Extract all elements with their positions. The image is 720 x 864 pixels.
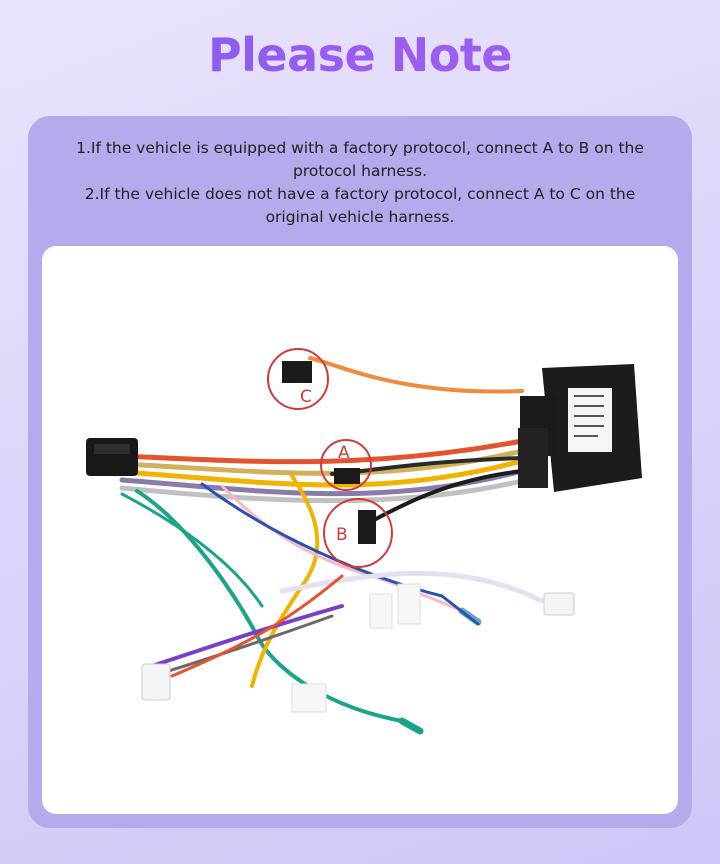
vehicle-connector-right (518, 364, 642, 492)
page-title: Please Note (0, 28, 720, 82)
callout-a: A (320, 439, 372, 491)
harness-photo: C A B (42, 246, 678, 814)
white-connector-right (543, 592, 575, 616)
callout-c-label: C (300, 387, 312, 407)
wire-bundle (119, 356, 545, 735)
wire-label-tag (291, 683, 327, 713)
callout-b: B (323, 498, 393, 568)
callout-b-label: B (336, 525, 348, 545)
callout-c: C (267, 348, 329, 410)
wire-label-tag (369, 593, 393, 629)
instructions: 1.If the vehicle is equipped with a fact… (58, 137, 662, 229)
instruction-1: 1.If the vehicle is equipped with a fact… (76, 139, 644, 180)
white-connector-bottom-left (141, 663, 171, 701)
callout-a-label: A (338, 443, 350, 463)
connector-16pin-left (86, 438, 138, 476)
wire-label-tag (397, 583, 421, 625)
instruction-2: 2.If the vehicle does not have a factory… (84, 185, 636, 226)
wiring-harness-illustration: C A B (86, 348, 642, 735)
